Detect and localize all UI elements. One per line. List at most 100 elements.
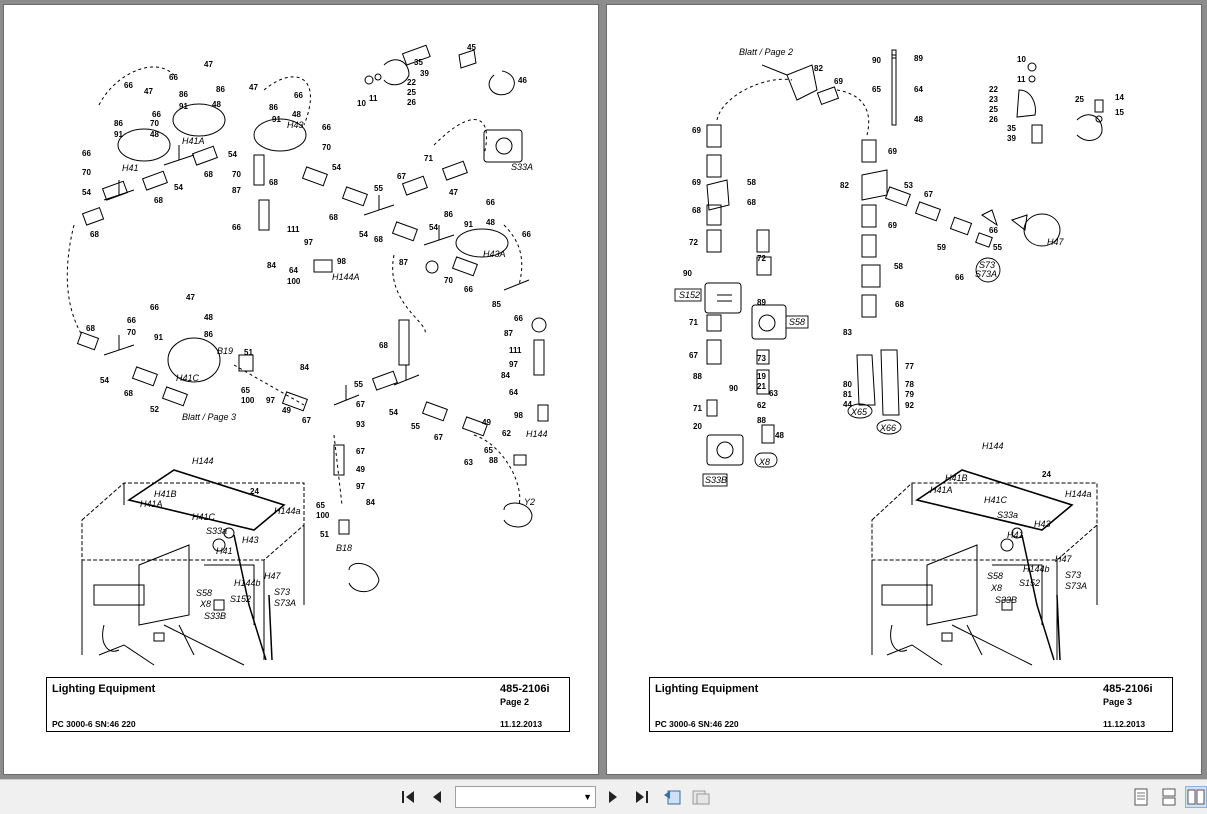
svg-text:67: 67: [302, 416, 311, 425]
svg-text:88: 88: [693, 372, 702, 381]
svg-text:48: 48: [914, 115, 923, 124]
svg-text:84: 84: [501, 371, 510, 380]
svg-text:90: 90: [729, 384, 738, 393]
component-label: X65: [850, 407, 868, 417]
previous-view-button[interactable]: [661, 786, 683, 808]
next-page-icon: [609, 791, 617, 803]
svg-text:89: 89: [757, 298, 766, 307]
svg-text:71: 71: [689, 318, 698, 327]
component-label: S152: [679, 290, 700, 300]
svg-text:71: 71: [693, 404, 702, 413]
page-number-select[interactable]: ▼: [455, 786, 596, 808]
overview-label: 24: [250, 487, 259, 496]
svg-text:68: 68: [86, 324, 95, 333]
svg-text:66: 66: [464, 285, 473, 294]
component-label: X66: [879, 423, 896, 433]
svg-text:35: 35: [1007, 124, 1016, 133]
overview-label: H43: [1034, 519, 1051, 529]
svg-text:66: 66: [514, 314, 523, 323]
two-page-icon: [1187, 789, 1205, 805]
svg-text:54: 54: [389, 408, 398, 417]
svg-text:51: 51: [320, 530, 329, 539]
svg-text:66: 66: [294, 91, 303, 100]
document-number: 485-2106i: [500, 683, 550, 695]
first-page-button[interactable]: [398, 786, 420, 808]
overview-label: H47: [264, 571, 282, 581]
svg-text:91: 91: [464, 220, 473, 229]
continuous-view-button[interactable]: [1158, 786, 1180, 808]
component-label: S33B: [705, 475, 727, 485]
svg-text:26: 26: [407, 98, 416, 107]
svg-text:82: 82: [814, 64, 823, 73]
next-view-button[interactable]: [690, 786, 712, 808]
component-label: H47: [1047, 237, 1065, 247]
svg-text:66: 66: [486, 198, 495, 207]
next-view-icon: [692, 790, 710, 805]
svg-text:68: 68: [154, 196, 163, 205]
svg-text:63: 63: [769, 389, 778, 398]
svg-text:70: 70: [444, 276, 453, 285]
svg-text:70: 70: [150, 119, 159, 128]
svg-text:86: 86: [216, 85, 225, 94]
svg-text:21: 21: [757, 382, 766, 391]
svg-text:68: 68: [124, 389, 133, 398]
svg-text:87: 87: [399, 258, 408, 267]
svg-text:68: 68: [374, 235, 383, 244]
machine-overview: [871, 469, 1098, 666]
component-label: H41C: [176, 373, 200, 383]
overview-label: H144a: [1065, 489, 1092, 499]
page-number: Page 2: [500, 697, 530, 707]
svg-text:58: 58: [747, 178, 756, 187]
next-page-button[interactable]: [602, 786, 624, 808]
svg-text:19: 19: [757, 372, 766, 381]
svg-text:14: 14: [1115, 93, 1124, 102]
svg-text:97: 97: [304, 238, 313, 247]
svg-text:86: 86: [114, 119, 123, 128]
svg-text:66: 66: [124, 81, 133, 90]
svg-text:11: 11: [369, 94, 378, 103]
svg-text:66: 66: [82, 149, 91, 158]
overview-label: S73: [274, 587, 290, 597]
svg-text:97: 97: [509, 360, 518, 369]
overview-label: H144b: [1023, 564, 1050, 574]
svg-text:39: 39: [420, 69, 429, 78]
component-label: S33A: [511, 162, 533, 172]
overview-label: X8: [990, 583, 1002, 593]
svg-text:93: 93: [356, 420, 365, 429]
last-page-button[interactable]: [630, 786, 652, 808]
svg-text:86: 86: [444, 210, 453, 219]
svg-text:67: 67: [689, 351, 698, 360]
svg-text:65: 65: [241, 386, 250, 395]
previous-page-button[interactable]: [426, 786, 448, 808]
svg-text:69: 69: [888, 221, 897, 230]
svg-text:54: 54: [100, 376, 109, 385]
page-reference: Blatt / Page 3: [182, 412, 236, 422]
two-page-view-button[interactable]: [1185, 786, 1207, 808]
overview-label: S73A: [274, 598, 296, 608]
svg-text:54: 54: [359, 230, 368, 239]
svg-text:54: 54: [429, 223, 438, 232]
svg-text:62: 62: [502, 429, 511, 438]
title-block: Lighting Equipment PC 3000-6 SN:46 220 4…: [46, 677, 570, 732]
svg-text:26: 26: [989, 115, 998, 124]
svg-text:111: 111: [509, 346, 522, 355]
svg-text:25: 25: [407, 88, 416, 97]
last-page-icon: [636, 791, 648, 803]
svg-text:10: 10: [1017, 55, 1026, 64]
overview-label: S73: [1065, 570, 1081, 580]
svg-text:84: 84: [366, 498, 375, 507]
drawing-title: Lighting Equipment: [52, 683, 156, 695]
svg-text:44: 44: [843, 400, 852, 409]
document-number: 485-2106i: [1103, 683, 1153, 695]
svg-text:66: 66: [522, 230, 531, 239]
svg-text:70: 70: [82, 168, 91, 177]
overview-label: H41: [1007, 530, 1024, 540]
component-label: B19: [217, 346, 233, 356]
svg-text:65: 65: [484, 446, 493, 455]
svg-text:65: 65: [316, 501, 325, 510]
single-page-view-button[interactable]: [1130, 786, 1152, 808]
svg-text:48: 48: [292, 110, 301, 119]
svg-text:15: 15: [1115, 108, 1124, 117]
